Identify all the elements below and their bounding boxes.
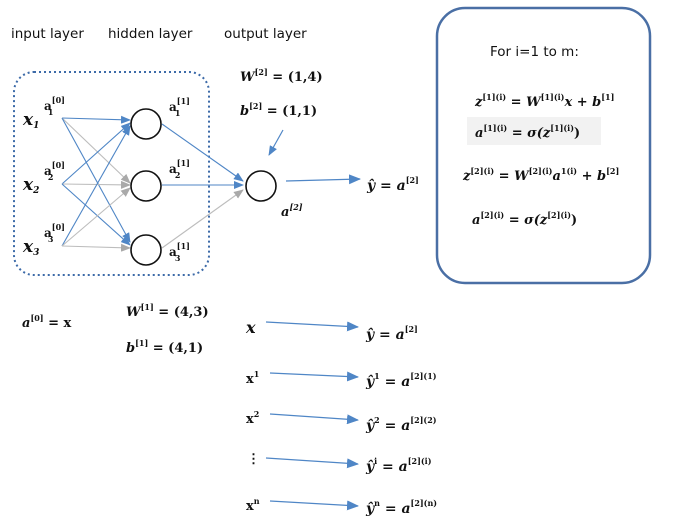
input-a2-label: a[0]2	[44, 160, 65, 182]
connection-x3-h2	[61, 187, 131, 247]
mapping-eq-3: ŷi = a[2](i)	[365, 456, 432, 475]
output-node-label: a[2]	[281, 202, 303, 220]
loop-title: For i=1 to m:	[490, 44, 579, 60]
output-node	[245, 170, 277, 202]
mapping-rows: x ŷ = a[2] x1 ŷ1 = a[2](1) x2 ŷ2 = a[2](…	[245, 318, 437, 517]
a0-equation: a[0] = x	[22, 313, 72, 331]
mapping-x-1: x1	[246, 369, 259, 387]
b1-shape: b[1] = (4,1)	[126, 338, 203, 356]
b2-to-output-arrow	[268, 129, 284, 156]
output-layer-header: output layer	[224, 26, 307, 42]
input-hidden-connections	[61, 115, 131, 252]
mapping-arrow-4	[269, 500, 359, 511]
connection-h3-out	[161, 189, 244, 249]
mapping-arrow-2	[269, 413, 359, 425]
mapping-eq-4: ŷn = a[2](n)	[365, 498, 437, 517]
mapping-x-3: ⋮	[247, 452, 260, 467]
mapping-x-4: xn	[246, 496, 260, 514]
mapping-arrow-3	[265, 457, 359, 469]
mapping-arrow-1	[269, 371, 359, 382]
loop-eq-a2: a[2](i) = σ(z[2](i))	[472, 210, 577, 228]
input-layer-header: input layer	[11, 26, 84, 42]
hidden-node-3	[130, 234, 162, 266]
yhat-equation: ŷ = a[2]	[366, 175, 419, 194]
w1-shape: W[1] = (4,3)	[126, 302, 209, 320]
eq2-highlight	[467, 117, 601, 145]
mapping-x-0: x	[245, 318, 256, 337]
connection-x2-h1	[61, 122, 131, 185]
mapping-eq-0: ŷ = a[2]	[365, 324, 418, 343]
hidden-a1-label: a[1]1	[169, 96, 190, 118]
connection-x1-h3	[61, 117, 131, 243]
input-a1-label: a[0]1	[44, 95, 65, 117]
connection-x1-h1	[61, 115, 131, 124]
connection-x2-h2	[61, 180, 131, 189]
w2-shape: W[2] = (1,4)	[240, 67, 323, 85]
hidden-a3-label: a[1]3	[169, 241, 190, 263]
input-labels: x1 a[0]1 x2 a[0]2 x3 a[0]3	[22, 95, 65, 258]
loop-eq-a1: a[1](i) = σ(z[1](i))	[475, 123, 580, 141]
mapping-arrow-0	[265, 321, 359, 332]
hidden-labels: a[1]1 a[1]2 a[1]3	[169, 96, 190, 263]
loop-eq-z1: z[1](i) = W[1](i)x + b[1]	[474, 92, 614, 110]
mapping-eq-2: ŷ2 = a[2](2)	[365, 415, 437, 434]
b2-shape: b[2] = (1,1)	[240, 101, 317, 119]
hidden-output-connections	[161, 123, 244, 249]
output-arrow	[285, 174, 361, 185]
connection-h1-out	[161, 123, 244, 182]
input-a3-label: a[0]3	[44, 222, 65, 244]
hidden-layer-header: hidden layer	[108, 26, 193, 42]
input-x3-label: x3	[22, 237, 39, 258]
mapping-eq-1: ŷ1 = a[2](1)	[365, 371, 437, 390]
hidden-a2-label: a[1]2	[169, 158, 190, 180]
mapping-x-2: x2	[246, 409, 259, 427]
connection-x2-h3	[61, 183, 131, 246]
hidden-node-2	[130, 170, 162, 202]
connection-x1-h2	[61, 117, 131, 184]
loop-eq-z2: z[2](i) = W[2](i)a1(i) + b[2]	[462, 166, 619, 184]
input-x2-label: x2	[22, 175, 39, 196]
for-loop-box	[435, 6, 652, 285]
hidden-node-1	[130, 108, 162, 140]
connection-x3-h3	[61, 243, 131, 252]
connection-x3-h1	[61, 125, 131, 247]
input-x1-label: x1	[22, 110, 39, 131]
